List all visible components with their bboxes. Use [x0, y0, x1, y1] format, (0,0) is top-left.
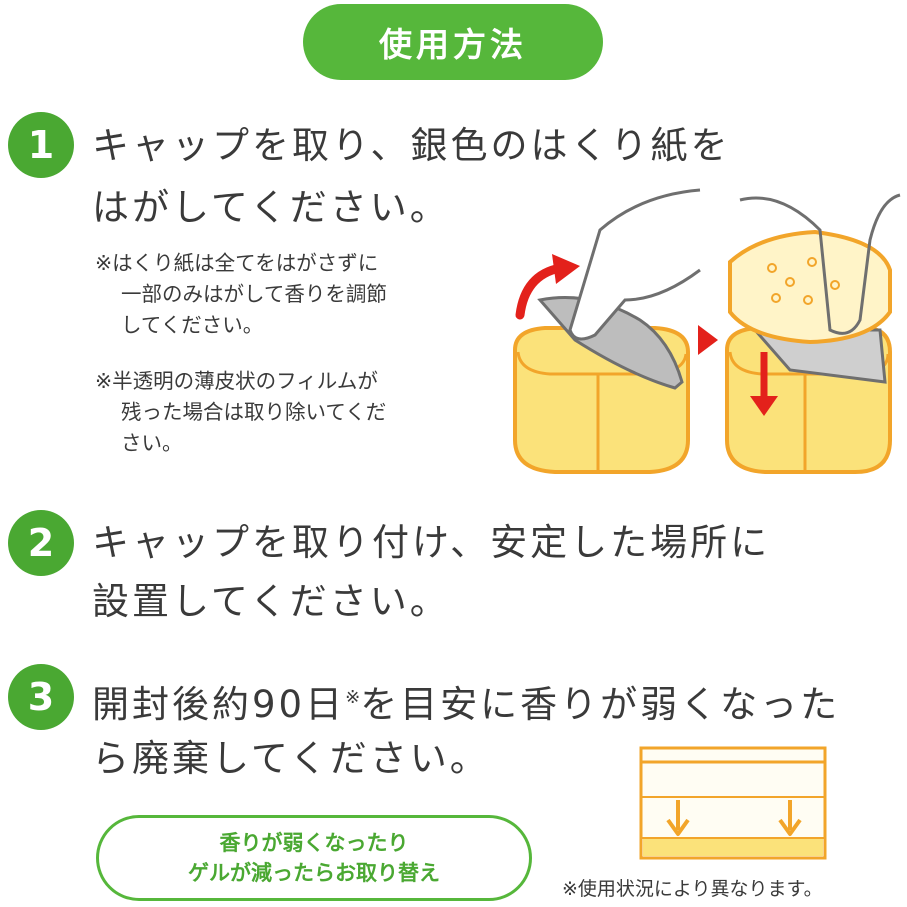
- step-2-line-1: キャップを取り付け、安定した場所に: [92, 521, 771, 564]
- curved-arrow-icon: [515, 263, 565, 320]
- triangle-arrow-icon: [698, 325, 718, 355]
- footnote: ※使用状況により異なります。: [562, 878, 823, 900]
- note-2-line-3: さい。: [121, 431, 183, 455]
- down-arrow-icon: [666, 800, 690, 836]
- step-2-number: 2: [8, 510, 74, 576]
- step-2-line-2: 設置してください。: [92, 580, 450, 623]
- step-1-number: 1: [8, 112, 74, 178]
- step-3-line-1-before: 開封後約90日: [92, 683, 346, 726]
- replace-badge-line-1: 香りが弱くなったり: [219, 831, 409, 855]
- step-3-asterisk: ※: [345, 687, 361, 708]
- replace-badge-line-2: ゲルが減ったらお取り替え: [188, 861, 440, 885]
- down-arrow-icon: [778, 800, 802, 836]
- step-1-note-2: ※半透明の薄皮状のフィルムが 残った場合は取り除いてくだ さい。: [95, 366, 386, 459]
- note-2-line-1: ※半透明の薄皮状のフィルムが: [95, 369, 378, 393]
- note-1-line-2: 一部のみはがして香りを調節: [121, 282, 387, 306]
- step-3-line-1: 開封後約90日※を目安に香りが弱くなった: [92, 669, 840, 734]
- note-1-line-3: してください。: [121, 313, 264, 337]
- note-2-line-2: 残った場合は取り除いてくだ: [121, 400, 387, 424]
- step-1-line-1: キャップを取り、銀色のはくり紙を: [92, 124, 731, 167]
- step-3-number: 3: [8, 664, 74, 730]
- replace-badge: 香りが弱くなったり ゲルが減ったらお取り替え: [96, 815, 532, 901]
- step-3-line-2: ら廃棄してください。: [92, 737, 490, 780]
- step-3-line-1-after: を目安に香りが弱くなった: [360, 683, 841, 726]
- hand-icon: [568, 188, 701, 341]
- step-1-note-1: ※はくり紙は全てをはがさずに 一部のみはがして香りを調節 してください。: [95, 248, 387, 341]
- container-right: [725, 193, 901, 474]
- note-1-line-1: ※はくり紙は全てをはがさずに: [95, 251, 379, 275]
- page-title: 使用方法: [303, 4, 603, 80]
- step-1-line-2: はがしてください。: [92, 186, 450, 229]
